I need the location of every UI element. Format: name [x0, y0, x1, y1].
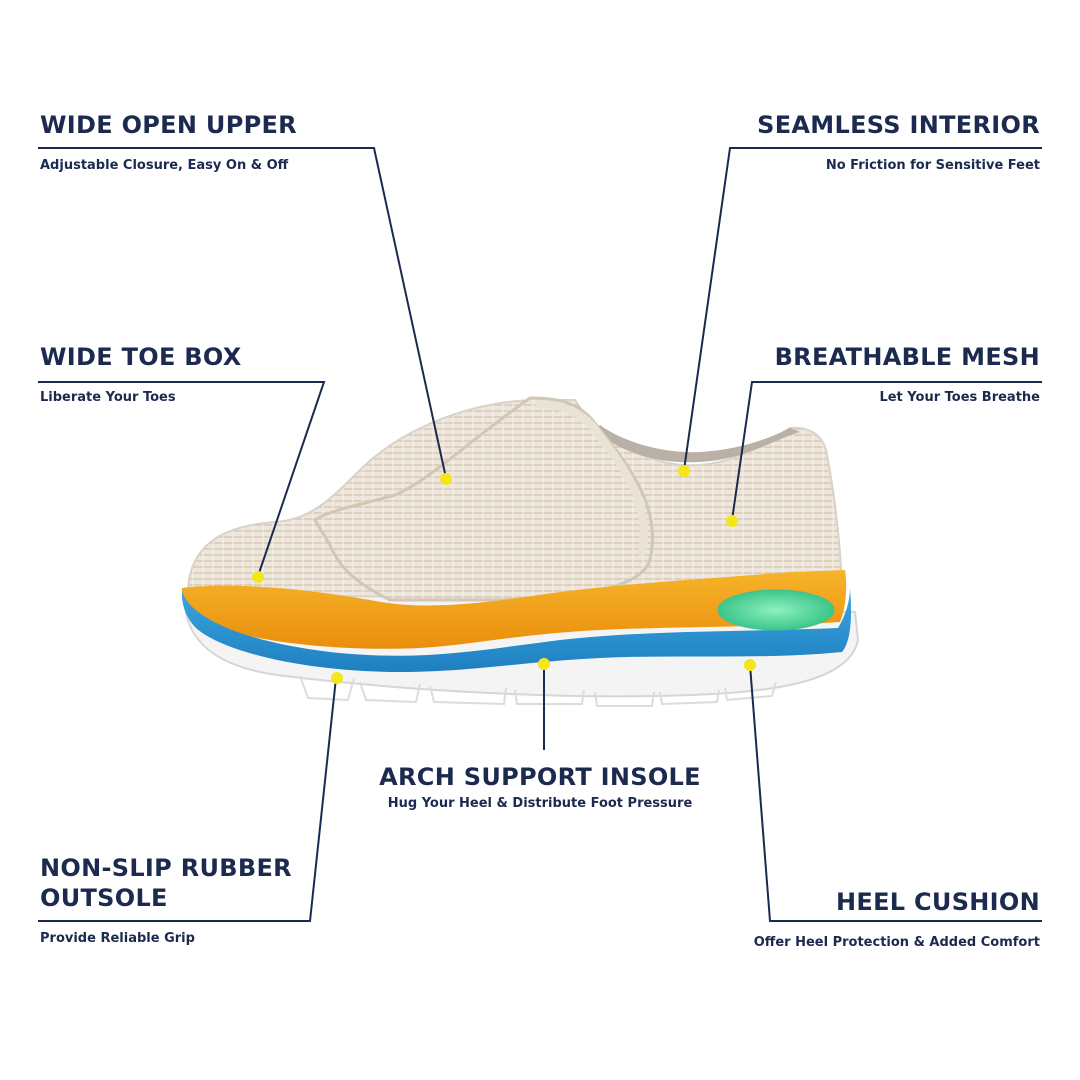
yellow-dot-icon — [331, 672, 343, 684]
feature-breathable-mesh: BREATHABLE MESH Let Your Toes Breathe — [775, 342, 1040, 405]
leader-line-breathable-mesh — [731, 381, 1042, 521]
feature-title: ARCH SUPPORT INSOLE — [379, 763, 701, 791]
feature-title-line-2: OUTSOLE — [40, 884, 168, 912]
feature-non-slip-outsole: NON-SLIP RUBBER OUTSOLE Provide Reliable… — [40, 853, 292, 946]
feature-subtitle: Adjustable Closure, Easy On & Off — [40, 158, 289, 173]
leader-line-wide-toe-box — [38, 381, 326, 577]
leader-line-heel-cushion — [749, 664, 1042, 922]
feature-subtitle: Provide Reliable Grip — [40, 931, 195, 946]
yellow-dot-icon — [726, 515, 738, 527]
yellow-dot-icon — [252, 571, 264, 583]
leader-line-non-slip-outsole — [38, 677, 337, 922]
heel-gel — [717, 589, 835, 631]
leader-line-wide-open-upper — [38, 147, 447, 479]
feature-subtitle: Hug Your Heel & Distribute Foot Pressure — [387, 796, 693, 811]
feature-subtitle: Let Your Toes Breathe — [879, 390, 1040, 405]
feature-title-line-1: NON-SLIP RUBBER — [40, 854, 292, 882]
feature-title: WIDE OPEN UPPER — [40, 111, 297, 139]
feature-heel-cushion: HEEL CUSHION Offer Heel Protection & Add… — [754, 887, 1040, 950]
feature-title: HEEL CUSHION — [835, 888, 1040, 916]
midsole — [181, 588, 852, 672]
feature-subtitle: Liberate Your Toes — [40, 390, 176, 405]
feature-wide-open-upper: WIDE OPEN UPPER Adjustable Closure, Easy… — [40, 110, 297, 173]
insole — [182, 570, 847, 649]
feature-wide-toe-box: WIDE TOE BOX Liberate Your Toes — [40, 342, 242, 405]
feature-subtitle: No Friction for Sensitive Feet — [825, 158, 1040, 173]
feature-arch-support-insole: ARCH SUPPORT INSOLE Hug Your Heel & Dist… — [340, 762, 740, 811]
yellow-dot-icon — [744, 659, 756, 671]
feature-subtitle: Offer Heel Protection & Added Comfort — [753, 935, 1040, 950]
yellow-dot-icon — [440, 473, 452, 485]
feature-title: WIDE TOE BOX — [40, 343, 242, 371]
collar — [595, 425, 800, 463]
yellow-dot-icon — [538, 658, 550, 670]
feature-title: SEAMLESS INTERIOR — [757, 111, 1040, 139]
feature-seamless-interior: SEAMLESS INTERIOR No Friction for Sensit… — [757, 110, 1040, 173]
feature-title: BREATHABLE MESH — [774, 343, 1040, 371]
shoe-illustration — [181, 396, 860, 707]
leader-line-seamless-interior — [683, 147, 1042, 471]
yellow-dot-icon — [678, 465, 690, 477]
